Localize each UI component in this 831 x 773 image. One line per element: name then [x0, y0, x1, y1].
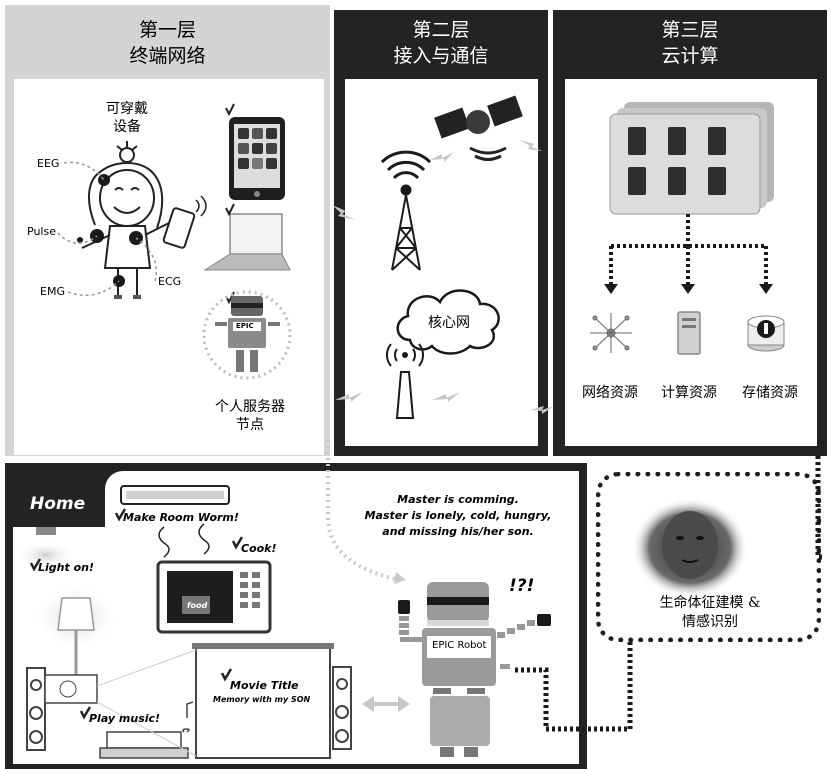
connector-arrowhead	[394, 572, 406, 584]
layer1-title: 第一层	[138, 19, 196, 41]
layer2-panel: 第二层 接入与通信	[334, 10, 548, 456]
wearable-user-icon	[81, 141, 176, 299]
speaker-right-icon	[332, 666, 352, 750]
cloud-dotted-connectors	[609, 214, 768, 284]
epic-robot-icon	[398, 582, 551, 757]
layer2-subtitle: 接入与通信	[393, 45, 489, 67]
robot-to-analysis-connector	[515, 642, 633, 732]
music-label: Play music!	[89, 712, 161, 725]
robot-speech: Master is comming. Master is lonely, col…	[340, 492, 576, 540]
layer3-subtitle: 云计算	[661, 45, 719, 67]
home-tab[interactable]: Home	[30, 494, 86, 514]
robot-exclaim: !?!	[509, 576, 535, 596]
home-tab-bg	[13, 471, 105, 527]
eeg-label: EEG	[37, 157, 60, 170]
food-label: food	[187, 601, 208, 610]
wearable-label-line2: 设备	[113, 119, 141, 135]
robot-name-label: EPIC Robot	[432, 640, 487, 651]
node-label-line1: 个人服务器	[215, 399, 285, 415]
analysis-label: 生命体征建模 & 情感识别	[612, 594, 808, 632]
cook-label: Cook!	[241, 542, 277, 555]
network-resource-label: 网络资源	[582, 385, 638, 401]
cloud-arrowheads	[604, 284, 773, 294]
floor-lamp-icon	[34, 583, 118, 689]
movie-subtitle-label: Memory with my SON	[213, 695, 311, 704]
light-label: Light on!	[38, 561, 94, 574]
ecg-label: ECG	[158, 275, 182, 288]
projection-screen-icon	[192, 643, 334, 759]
core-network-cloud	[396, 289, 500, 355]
movie-title-label: Movie Title	[230, 679, 299, 692]
wearable-label-line1: 可穿戴	[106, 101, 148, 117]
cloud-to-analysis-connector	[815, 456, 822, 560]
analysis-label-line2: 情感识别	[682, 614, 738, 630]
speaker-left-icon	[26, 667, 46, 751]
compute-resource-label: 计算资源	[661, 385, 717, 401]
bidirectional-arrow	[362, 696, 410, 712]
personal-server-node-label: 个人服务器 节点	[200, 398, 300, 434]
network-resource-icon	[590, 313, 632, 353]
cell-tower-icon	[380, 150, 432, 271]
router-icon	[386, 343, 424, 419]
speech-line3: and missing his/her son.	[382, 525, 534, 538]
handheld-device-icon	[162, 195, 207, 249]
laptop-icon	[203, 213, 291, 271]
tablet-icon	[229, 117, 285, 200]
air-conditioner-icon	[120, 485, 230, 558]
projector-icon	[44, 649, 197, 757]
pulse-label: Pulse	[27, 225, 56, 238]
speech-line2: Master is lonely, cold, hungry,	[364, 509, 552, 522]
core-network-label: 核心网	[428, 315, 470, 331]
personal-robot-icon	[202, 290, 292, 380]
stereo-icon	[99, 701, 194, 759]
wireless-signal-arrows	[332, 140, 554, 414]
layer1-subtitle: 终端网络	[129, 45, 206, 67]
layer2-title: 第二层	[412, 19, 470, 41]
storage-resource-label: 存储资源	[742, 385, 798, 401]
face-photo-icon	[632, 498, 748, 598]
ac-label: Make Room Worm!	[123, 511, 239, 524]
server-cluster-icon	[609, 102, 774, 215]
compute-resource-icon	[677, 311, 701, 355]
speech-line1: Master is comming.	[397, 493, 519, 506]
node-label-line2: 节点	[236, 417, 264, 433]
wearable-label: 可穿戴 设备	[100, 100, 154, 136]
home-tick-markers	[29, 508, 244, 720]
satellite-icon	[434, 95, 523, 161]
emg-label: EMG	[40, 285, 65, 298]
robot-chest-label: EPIC	[236, 322, 254, 330]
layer3-title: 第三层	[661, 19, 719, 41]
layer2-inner	[345, 79, 538, 446]
microwave-icon	[156, 560, 272, 634]
ceiling-light-icon	[16, 527, 76, 569]
sensor-leads	[57, 161, 157, 296]
analysis-label-line1: 生命体征建模 &	[659, 595, 761, 611]
storage-resource-icon	[747, 315, 785, 352]
